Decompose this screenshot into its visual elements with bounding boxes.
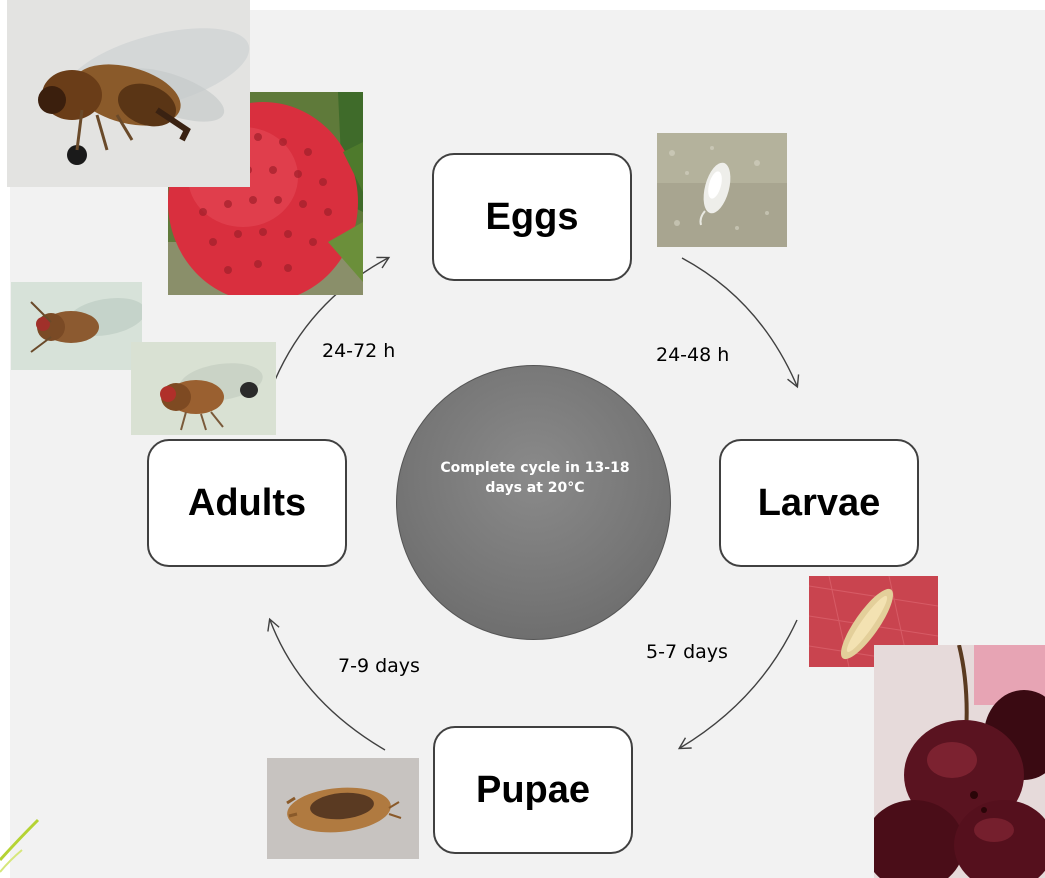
stage-adults: Adults <box>147 439 347 567</box>
fly-adult-spotted-photo <box>131 342 276 435</box>
stage-pupae: Pupae <box>433 726 633 854</box>
fly-adult-small-photo <box>11 282 142 370</box>
duration-larvae-to-pupae: 5-7 days <box>646 641 728 663</box>
cycle-summary-circle <box>396 365 671 640</box>
egg-photo <box>657 133 787 247</box>
pupa-photo <box>267 758 419 859</box>
duration-adults-to-eggs: 24-72 h <box>322 340 395 362</box>
cycle-summary-text: Complete cycle in 13-18 days at 20°C <box>440 458 630 498</box>
duration-eggs-to-larvae: 24-48 h <box>656 344 729 366</box>
arrow-eggs-to-larvae <box>682 258 797 386</box>
stage-larvae: Larvae <box>719 439 919 567</box>
fly-adult-large-photo <box>7 0 250 187</box>
cherries-photo <box>874 645 1045 878</box>
arrow-pupae-to-adults <box>270 620 385 750</box>
arrow-larvae-to-pupae <box>680 620 797 748</box>
stage-eggs: Eggs <box>432 153 632 281</box>
duration-pupae-to-adults: 7-9 days <box>338 655 420 677</box>
